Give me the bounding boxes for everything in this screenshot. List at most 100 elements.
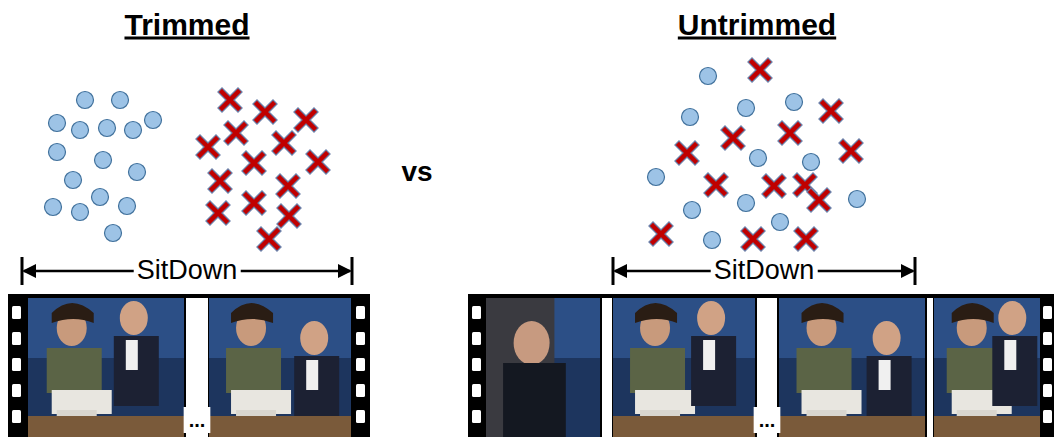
sample-dot	[95, 152, 112, 169]
frame-figure	[294, 356, 339, 426]
cross-outline	[310, 154, 326, 170]
cross-mark	[280, 178, 296, 194]
span-arrow	[22, 257, 352, 285]
sprocket-hole	[12, 358, 21, 371]
cross-outline	[708, 177, 724, 193]
frame-figure	[797, 348, 852, 393]
sample-cross	[298, 112, 314, 128]
sample-cross	[798, 231, 814, 247]
sample-dot	[49, 144, 66, 161]
sample-dot	[648, 169, 665, 186]
cross-mark	[222, 92, 238, 108]
frame-figure	[992, 336, 1037, 406]
sample-cross	[752, 62, 768, 78]
cross-outline	[653, 226, 669, 242]
sample-dot	[92, 189, 109, 206]
film-strip	[8, 294, 370, 437]
sample-dot	[72, 204, 89, 221]
sample-cross	[725, 130, 741, 146]
frame-figure	[126, 340, 138, 370]
cross-outline	[222, 92, 238, 108]
cross-mark	[310, 154, 326, 170]
video-frame	[486, 298, 600, 437]
cross-mark	[212, 173, 228, 189]
video-frame	[28, 298, 184, 437]
cross-outline	[798, 231, 814, 247]
sprocket-hole	[12, 410, 21, 423]
sample-dot	[77, 92, 94, 109]
sample-dot	[99, 120, 116, 137]
cross-mark	[653, 226, 669, 242]
sample-cross	[679, 145, 695, 161]
sample-dot	[49, 115, 66, 132]
sample-dot	[803, 154, 820, 171]
frame-figure	[300, 321, 328, 355]
arrow-head	[22, 264, 36, 278]
sample-dot	[750, 150, 767, 167]
cross-outline	[281, 208, 297, 224]
frame-figure	[209, 416, 351, 437]
frame-background	[779, 298, 925, 437]
sample-dot	[700, 68, 717, 85]
sprocket-hole	[12, 332, 21, 345]
cross-outline	[823, 103, 839, 119]
frame-gap	[602, 298, 612, 437]
sample-dot	[45, 199, 62, 216]
frame-figure	[867, 356, 912, 426]
film-base	[8, 294, 370, 437]
cross-mark	[708, 177, 724, 193]
frame-figure	[613, 416, 755, 437]
cross-outline	[745, 231, 761, 247]
action-label: SitDown	[134, 256, 241, 286]
frame-figure	[486, 298, 600, 437]
sample-cross	[823, 103, 839, 119]
sample-cross	[280, 178, 296, 194]
sample-dot	[129, 164, 146, 181]
sample-cross	[228, 125, 244, 141]
cross-outline	[246, 155, 262, 171]
cross-outline	[782, 125, 798, 141]
cross-outline	[246, 195, 262, 211]
cross-outline	[261, 231, 277, 247]
panel-heading: Untrimmed	[678, 8, 836, 41]
sprocket-hole	[472, 306, 481, 319]
video-frame	[934, 298, 1040, 437]
cross-outline	[280, 178, 296, 194]
cross-mark	[228, 125, 244, 141]
film-strip	[468, 294, 1054, 437]
sample-dot	[738, 195, 755, 212]
sprocket-hole	[1043, 306, 1052, 319]
sprocket-hole	[1043, 332, 1052, 345]
cross-mark	[823, 103, 839, 119]
trimmed-negatives	[200, 92, 326, 247]
frame-figure	[28, 416, 184, 437]
film-base	[468, 294, 1054, 437]
sample-cross	[276, 135, 292, 151]
video-frame	[209, 298, 351, 437]
frame-figure	[630, 348, 685, 393]
cross-mark	[798, 231, 814, 247]
cross-mark	[298, 112, 314, 128]
sample-dot	[65, 172, 82, 189]
sample-cross	[653, 226, 669, 242]
frame-figure	[47, 348, 102, 393]
sample-dot	[72, 122, 89, 139]
frame-figure	[306, 360, 318, 390]
frame-figure	[691, 336, 736, 406]
frame-figure	[952, 303, 994, 323]
sprocket-hole	[1043, 384, 1052, 397]
frame-figure	[873, 321, 901, 355]
sample-cross	[281, 208, 297, 224]
cross-mark	[782, 125, 798, 141]
sample-cross	[212, 173, 228, 189]
sample-dot	[119, 198, 136, 215]
sample-cross	[246, 155, 262, 171]
sample-cross	[310, 154, 326, 170]
frame-figure	[1004, 340, 1016, 370]
arrow-head	[613, 264, 627, 278]
ellipsis-ground	[184, 407, 211, 433]
cross-outline	[766, 178, 782, 194]
sample-cross	[222, 92, 238, 108]
